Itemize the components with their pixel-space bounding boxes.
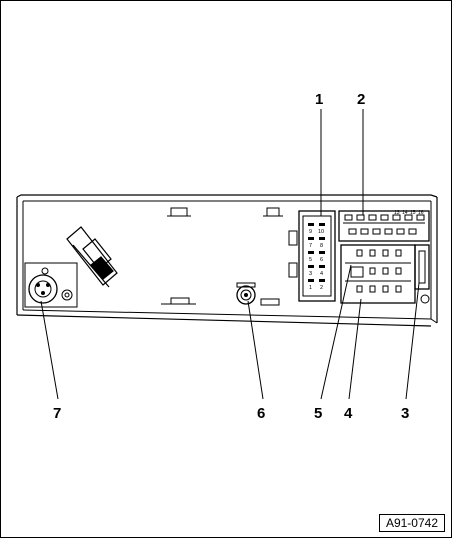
callout-4: 4 xyxy=(344,405,353,422)
pin-label: 14 xyxy=(402,210,408,216)
callout-7: 7 xyxy=(53,405,62,422)
slot-connector-3 xyxy=(414,244,430,304)
leader-lines xyxy=(40,109,420,400)
pin-label: 1 xyxy=(309,285,312,291)
pin-label: 13 xyxy=(394,210,400,216)
antenna-socket-6 xyxy=(236,282,256,305)
callout-5: 5 xyxy=(314,405,323,422)
pin-label: 5 xyxy=(309,257,312,263)
pin-label: 6 xyxy=(320,257,323,263)
figure-id-label: A91-0742 xyxy=(378,514,445,532)
housing-outline xyxy=(16,194,438,327)
pin-label: 8 xyxy=(320,243,323,249)
connector-block-4-5 xyxy=(340,244,416,304)
pin-label: 2 xyxy=(320,285,323,291)
callout-3: 3 xyxy=(401,405,410,422)
pin-label: 4 xyxy=(320,271,323,277)
connector-block-1: 9 10 7 8 5 6 3 4 1 2 xyxy=(288,210,336,302)
callout-2: 2 xyxy=(357,91,366,108)
callout-6: 6 xyxy=(257,405,266,422)
cable-clamp xyxy=(66,226,118,288)
pin-label: 15 xyxy=(410,210,416,216)
pin-label: 9 xyxy=(309,229,312,235)
pin-label: 10 xyxy=(318,229,324,235)
connector-row-2: 13 14 15 16 xyxy=(338,210,430,242)
pin-label: 3 xyxy=(309,271,312,277)
pin-label: 7 xyxy=(309,243,312,249)
mounting-tabs xyxy=(161,207,283,306)
pin-label: 16 xyxy=(418,210,424,216)
round-connector-7 xyxy=(24,262,78,308)
callout-1: 1 xyxy=(315,91,324,108)
